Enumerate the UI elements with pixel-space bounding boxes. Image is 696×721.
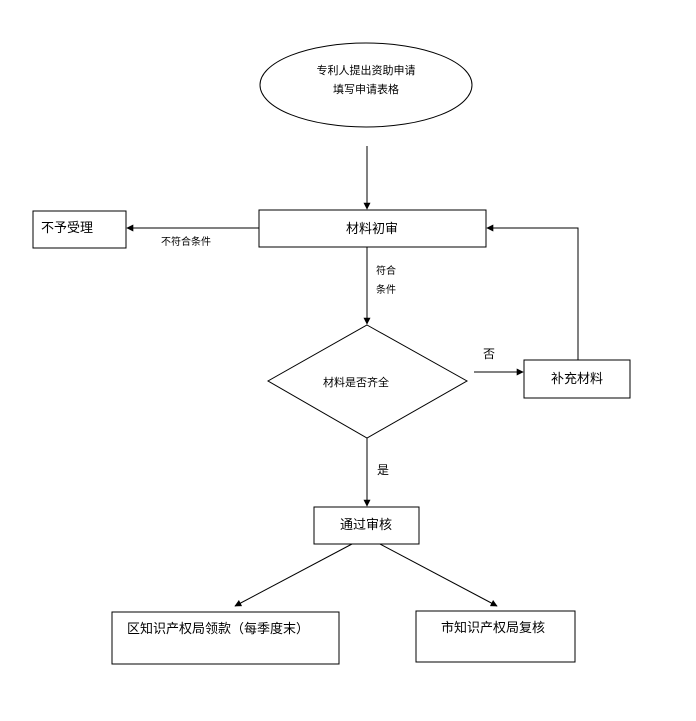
arrow-approved-to-city xyxy=(379,543,498,607)
arrow-supplement-to-review xyxy=(486,224,579,360)
start-text-line1: 专利人提出资助申请 xyxy=(317,63,416,77)
no-label: 否 xyxy=(483,347,495,361)
city-review-box xyxy=(415,610,576,663)
initial-review-box xyxy=(258,209,487,248)
supplement-label: 补充材料 xyxy=(551,371,603,387)
yes-label: 是 xyxy=(377,463,389,477)
district-payment-box xyxy=(111,611,340,665)
decision-label: 材料是否齐全 xyxy=(323,375,389,389)
rejected-label: 不予受理 xyxy=(41,221,93,236)
rejected-box xyxy=(32,210,127,249)
district-payment-label: 区知识产权局领款（每季度末） xyxy=(127,621,309,637)
approved-label: 通过审核 xyxy=(340,518,392,533)
city-review-label: 市知识产权局复核 xyxy=(441,620,545,636)
qualified-label-line1: 符合 xyxy=(376,264,396,277)
start-ellipse xyxy=(259,42,473,128)
arrow-approved-to-district xyxy=(234,543,353,607)
initial-review-label: 材料初审 xyxy=(346,222,398,237)
approved-box xyxy=(313,506,420,545)
not-qualified-label: 不符合条件 xyxy=(161,235,211,248)
supplement-box xyxy=(523,359,631,399)
start-text-line2: 填写申请表格 xyxy=(333,82,399,96)
qualified-label-line2: 条件 xyxy=(376,283,396,296)
